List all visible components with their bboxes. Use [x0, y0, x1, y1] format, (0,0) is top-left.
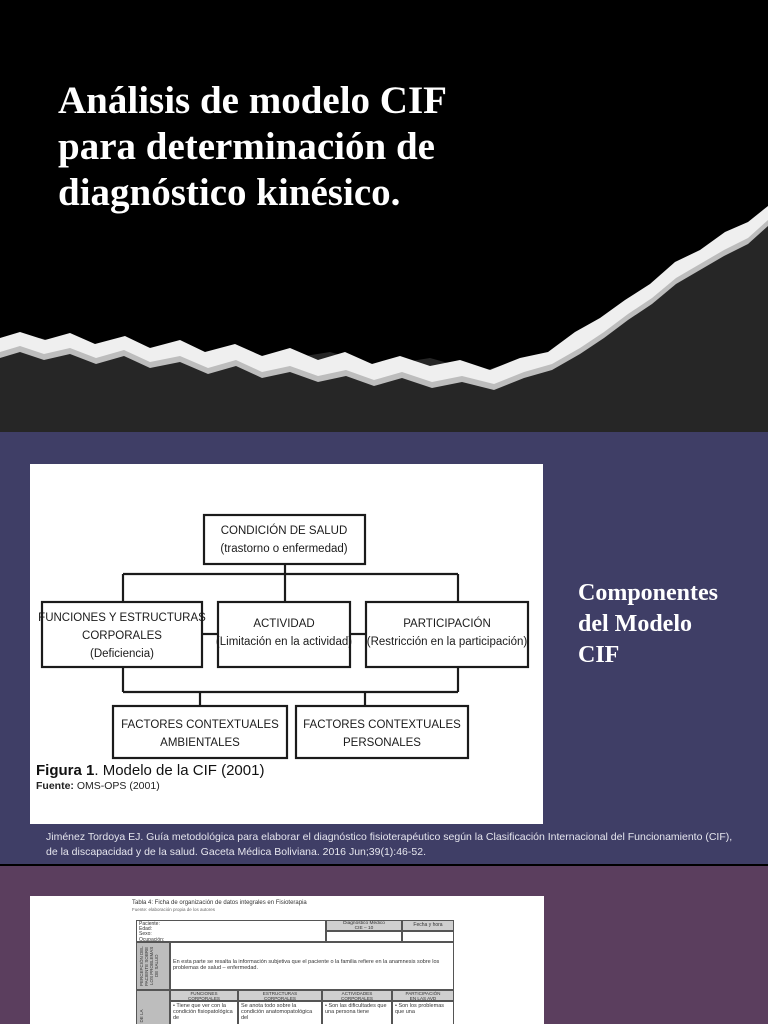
- body-structures-cell: Se anota todo sobre la condición anatomo…: [238, 1001, 322, 1024]
- table-title: Tabla 4: Ficha de organización de datos …: [132, 900, 307, 906]
- activity-box: [216, 600, 352, 669]
- col-header-body-structures: ESTRUCTURAS CORPORALES: [238, 990, 322, 1001]
- reference-citation: Jiménez Tordoya EJ. Guía metodológica pa…: [46, 831, 733, 858]
- title-slide: Análisis de modelo CIF para determinació…: [0, 0, 768, 432]
- cif-row-label: CIF DE LA: [136, 990, 170, 1024]
- torn-paper-decoration: [0, 206, 768, 432]
- activity-label: ACTIVIDAD: [253, 618, 314, 630]
- figure-source: Fuente: OMS-OPS (2001): [36, 780, 160, 792]
- environmental-factors-label: FACTORES CONTEXTUALES: [121, 719, 279, 731]
- figure-source-label: Fuente:: [36, 780, 74, 792]
- personal-factors-sublabel: PERSONALES: [343, 737, 421, 749]
- cif-diagram: CONDICIÓN DE SALUD (trastorno o enfermed…: [38, 513, 530, 760]
- environmental-factors-box: [111, 704, 289, 760]
- participation-cell: • Son los problemas que una: [392, 1001, 454, 1024]
- personal-factors-box: [294, 704, 470, 760]
- col-header-body-functions: FUNCIONES CORPORALES: [170, 990, 238, 1001]
- date-header: Fecha y hora: [402, 920, 454, 931]
- data-sheet-table: Paciente: Edad: Sexo: Ocupación: Diagnós…: [136, 920, 454, 1024]
- participation-box: [364, 600, 530, 669]
- perception-label-cell: PERCEPCIÓN DEL PACIENTE SOBRE LOS PROBLE…: [136, 942, 170, 990]
- environmental-factors-sublabel: AMBIENTALES: [160, 737, 240, 749]
- col-header-activities: ACTIVIDADES CORPORALES: [322, 990, 392, 1001]
- slide-title: Análisis de modelo CIF para determinació…: [58, 79, 447, 214]
- patient-fields-cell: Paciente: Edad: Sexo: Ocupación:: [136, 920, 326, 942]
- date-value-cell: [402, 931, 454, 942]
- col-header-participation: PARTICIPACIÓN EN LAS AVD: [392, 990, 454, 1001]
- health-condition-label: CONDICIÓN DE SALUD: [221, 524, 348, 537]
- figure-caption-text: . Modelo de la CIF (2001): [94, 762, 265, 779]
- body-functions-sublabel: (Deficiencia): [90, 648, 154, 660]
- activities-cell: • Son las dificultades que una persona t…: [322, 1001, 392, 1024]
- body-functions-box: [40, 600, 204, 669]
- body-functions-cell: • Tiene que ver con la condición fisiopa…: [170, 1001, 238, 1024]
- personal-factors-label: FACTORES CONTEXTUALES: [303, 719, 461, 731]
- perception-text-cell: En esta parte se resalta la información …: [170, 942, 454, 990]
- body-functions-label: FUNCIONES Y ESTRUCTURAS: [38, 612, 206, 624]
- components-heading: Componentes del Modelo CIF: [578, 580, 719, 668]
- figure-source-text: OMS-OPS (2001): [73, 780, 160, 792]
- cif-model-slide: CONDICIÓN DE SALUD (trastorno o enfermed…: [0, 432, 768, 864]
- table-subtitle: Fuente: elaboración propia de los autore…: [132, 907, 216, 912]
- activity-sublabel: (Limitación en la actividad): [216, 636, 352, 648]
- cif-figure: CONDICIÓN DE SALUD (trastorno o enfermed…: [30, 464, 543, 824]
- figure-caption: Figura 1. Modelo de la CIF (2001): [36, 762, 264, 779]
- data-sheet-slide: Tabla 4: Ficha de organización de datos …: [0, 866, 768, 1024]
- diagnosis-value-cell: [326, 931, 402, 942]
- participation-sublabel: (Restricción en la participación): [367, 636, 528, 648]
- participation-label: PARTICIPACIÓN: [403, 617, 491, 630]
- data-sheet-figure: Tabla 4: Ficha de organización de datos …: [30, 896, 544, 1024]
- body-functions-label-2: CORPORALES: [82, 630, 162, 642]
- health-condition-box: [202, 513, 367, 566]
- figure-caption-label: Figura 1: [36, 762, 95, 779]
- diagnosis-header: Diagnóstico Médico CIE – 10: [326, 920, 402, 931]
- health-condition-sublabel: (trastorno o enfermedad): [220, 543, 347, 555]
